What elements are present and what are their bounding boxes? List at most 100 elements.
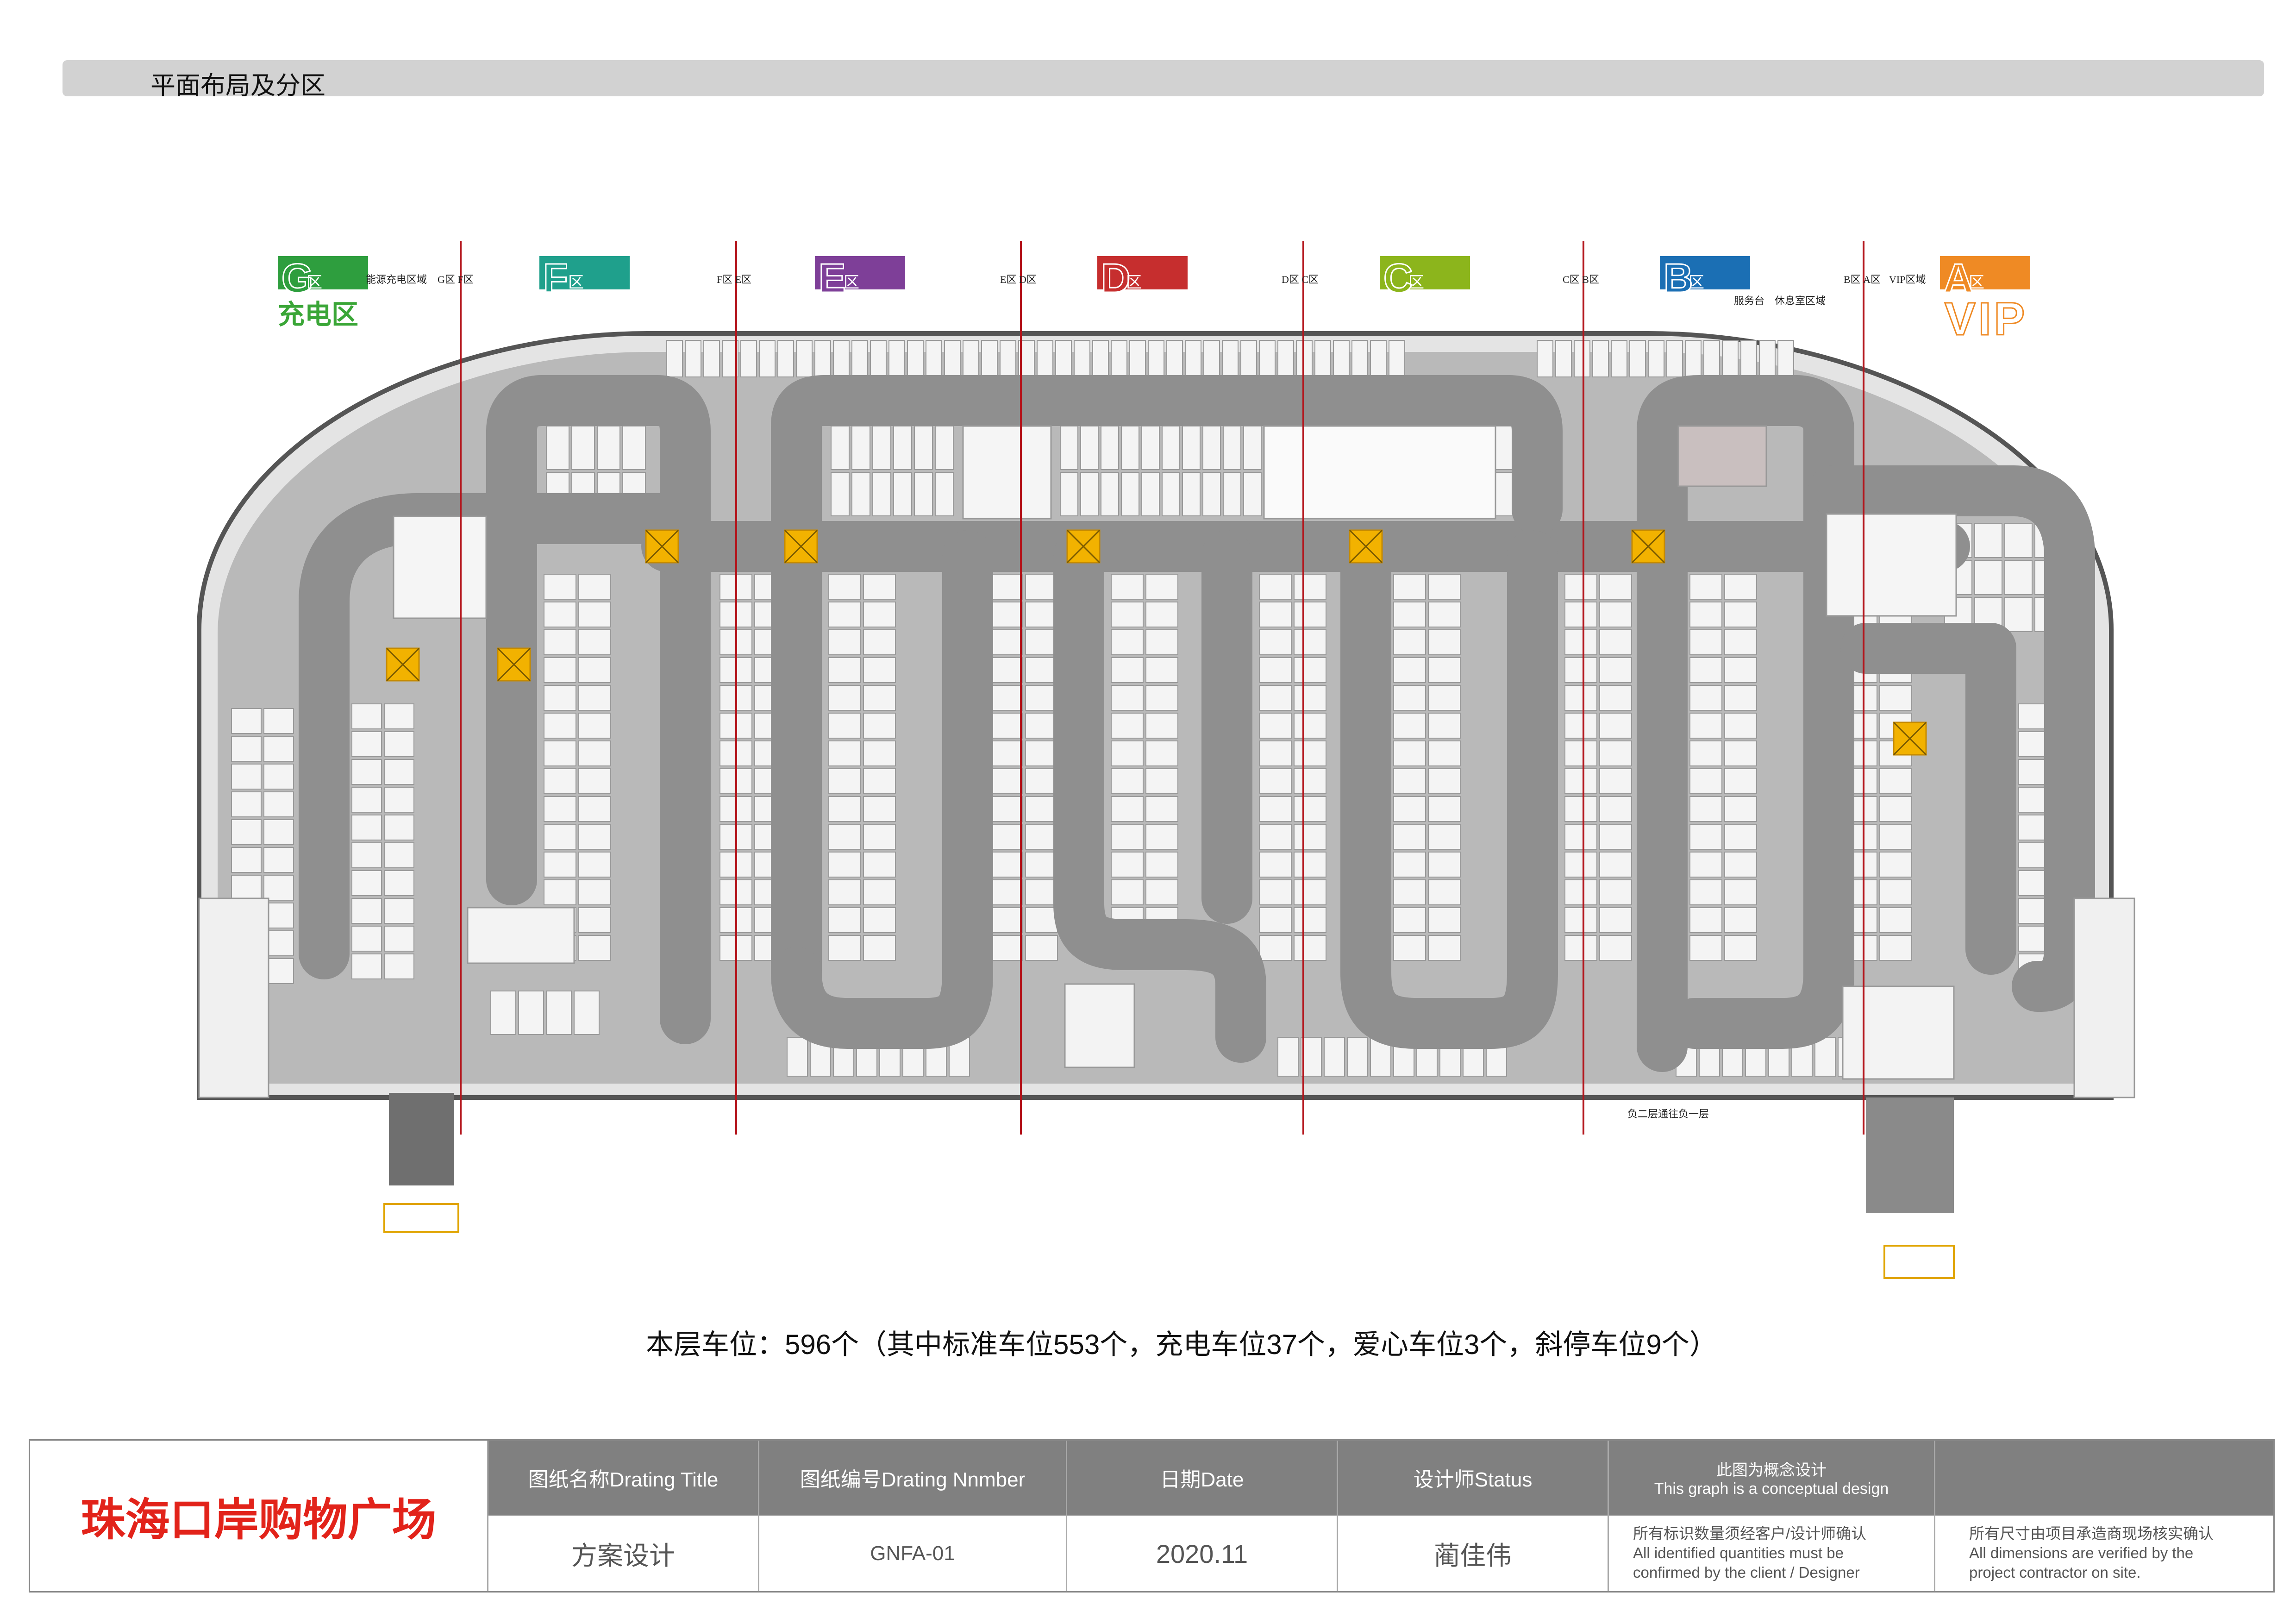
- zone-letter-d: D: [1101, 255, 1132, 302]
- parking-stall: [263, 764, 294, 790]
- parking-stall: [1101, 426, 1119, 470]
- parking-stall: [544, 852, 576, 878]
- label-cb: C区 B区: [1563, 274, 1599, 285]
- zone-tag-d: [1097, 256, 1188, 289]
- parking-stall: [1393, 685, 1426, 711]
- parking-stall: [1724, 907, 1757, 933]
- company-name: 珠海口岸购物广场: [30, 1441, 488, 1591]
- parking-stall: [1025, 574, 1058, 600]
- parking-stall: [828, 713, 861, 739]
- parking-stall: [1025, 629, 1058, 655]
- parking-stall: [1333, 340, 1350, 377]
- parking-stall: [1025, 907, 1058, 933]
- parking-stall: [1428, 657, 1461, 683]
- parking-stall: [2018, 870, 2046, 896]
- parking-stall: [1182, 472, 1201, 516]
- parking-stall: [1689, 602, 1722, 627]
- yellow-box-junction: [784, 529, 818, 564]
- parking-stall: [863, 879, 896, 905]
- parking-stall: [1259, 935, 1292, 961]
- parking-stall: [1393, 740, 1426, 766]
- parking-stall: [863, 907, 896, 933]
- parking-stall: [1259, 907, 1292, 933]
- parking-stall: [1277, 1037, 1299, 1077]
- parking-stall: [1599, 574, 1632, 600]
- parking-stall: [1025, 713, 1058, 739]
- parking-stall: [990, 768, 1023, 794]
- label-ba: B区 A区: [1844, 274, 1881, 285]
- parking-stall: [1111, 685, 1144, 711]
- parking-stall: [1060, 472, 1078, 516]
- parking-stall: [990, 740, 1023, 766]
- parking-stall: [384, 703, 414, 729]
- parking-stall: [1294, 907, 1326, 933]
- parking-stall: [384, 731, 414, 757]
- parking-stall: [1879, 907, 1912, 933]
- parking-stall: [1689, 907, 1722, 933]
- parking-stall: [1025, 740, 1058, 766]
- yellow-box-junction: [1349, 529, 1383, 564]
- parking-stall: [935, 472, 954, 516]
- parking-stall: [863, 768, 896, 794]
- parking-stall: [1740, 340, 1757, 377]
- parking-stall: [703, 340, 720, 377]
- parking-stall: [1111, 713, 1144, 739]
- note-left-cell: [1609, 1515, 1935, 1591]
- parking-stall: [1294, 574, 1326, 600]
- parking-stall: [1025, 685, 1058, 711]
- parking-stall: [1259, 657, 1292, 683]
- parking-stall: [1564, 713, 1597, 739]
- zone-letter-f: F: [543, 255, 569, 302]
- parking-stall: [546, 991, 572, 1035]
- parking-stall: [1564, 740, 1597, 766]
- page-title: 平面布局及分区: [150, 72, 325, 100]
- parking-stall: [263, 847, 294, 873]
- parking-stall: [544, 824, 576, 850]
- parking-stall: [944, 340, 961, 377]
- parking-stall: [578, 852, 611, 878]
- zone-tag-f: [539, 256, 630, 289]
- value-date: 2020.11: [1067, 1515, 1338, 1591]
- parking-stall: [1393, 629, 1426, 655]
- parking-stall: [1428, 879, 1461, 905]
- parking-stall: [863, 657, 896, 683]
- parking-stall: [828, 657, 861, 683]
- yellow-box-junction: [645, 529, 679, 564]
- parking-stall: [1564, 907, 1597, 933]
- parking-stall: [907, 340, 924, 377]
- parking-stall: [759, 340, 776, 377]
- parking-stall: [1629, 340, 1646, 377]
- parking-stall: [231, 847, 262, 873]
- parking-stall: [1879, 852, 1912, 878]
- value-designer: 蔺佳伟: [1338, 1515, 1609, 1591]
- header-number-cell: 图纸编号Drating Nnmber: [759, 1441, 1067, 1515]
- parking-stall: [384, 898, 414, 924]
- parking-stall: [351, 953, 382, 979]
- parking-stall: [1259, 340, 1276, 377]
- parking-stall: [1294, 713, 1326, 739]
- parking-stall: [1259, 824, 1292, 850]
- note-left-en2: confirmed by the client / Designer: [1633, 1564, 1860, 1581]
- parking-stall: [1393, 768, 1426, 794]
- parking-stall: [263, 791, 294, 817]
- parking-stall: [828, 768, 861, 794]
- parking-stall: [1599, 907, 1632, 933]
- parking-stall: [490, 991, 516, 1035]
- parking-stall: [863, 602, 896, 627]
- parking-stall: [828, 602, 861, 627]
- parking-stall: [1393, 796, 1426, 822]
- parking-stall: [1223, 472, 1241, 516]
- parking-stall: [578, 824, 611, 850]
- parking-stall: [1689, 824, 1722, 850]
- parking-stall: [1648, 340, 1664, 377]
- parking-stall: [1393, 852, 1426, 878]
- parking-stall: [1564, 852, 1597, 878]
- parking-stall: [863, 629, 896, 655]
- parking-stall: [1145, 740, 1178, 766]
- parking-stall: [1121, 426, 1139, 470]
- parking-stall: [2004, 560, 2033, 595]
- parking-stall: [872, 472, 891, 516]
- parking-stall: [1145, 574, 1178, 600]
- parking-stall: [1393, 602, 1426, 627]
